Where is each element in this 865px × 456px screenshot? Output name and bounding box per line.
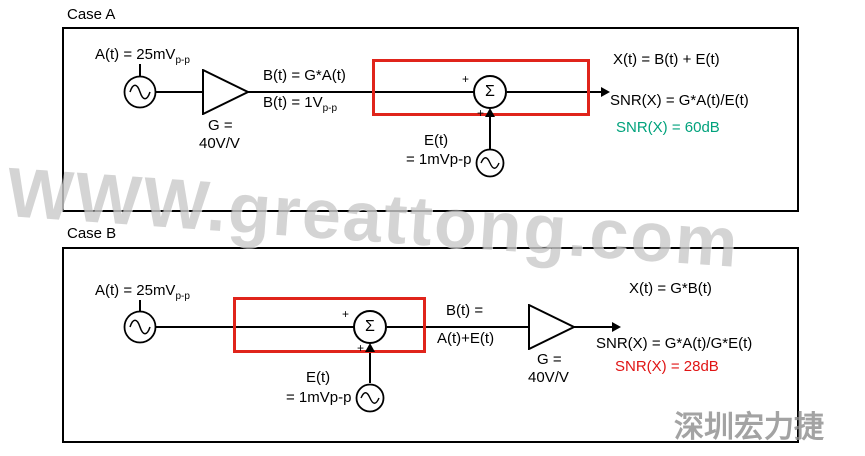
case-a-plus-sign-left: + (462, 72, 470, 86)
case-b-wire-amp-to-output (574, 326, 614, 328)
case-b-input-tick-line (139, 300, 141, 311)
case-a-noise-label-line2: = 1mVp-p (406, 151, 472, 168)
case-b-input-label: A(t) = 25mVp-p (95, 282, 190, 303)
case-b-highlight-box (233, 297, 426, 353)
case-b-gain-label-line2: 40V/V (528, 369, 569, 386)
case-b-output-label: X(t) = G*B(t) (629, 280, 712, 297)
case-a-sigma-symbol: Σ (485, 83, 495, 100)
case-b-gain-label-line1: G = (537, 351, 562, 368)
case-a-input-label-sub: p-p (175, 55, 190, 66)
case-a-snr-value: SNR(X) = 60dB (616, 119, 720, 136)
case-b-noise-source-icon (355, 383, 385, 413)
case-b-wire-sum-to-amp (387, 326, 528, 328)
case-a-output-arrowhead-icon (601, 87, 610, 97)
case-b-summing-junction-icon: Σ (353, 310, 387, 344)
case-b-box (62, 247, 799, 443)
case-a-b-label-line2-sub: p-p (322, 103, 338, 114)
case-a-b-label-line1: B(t) = G*A(t) (263, 67, 346, 84)
case-b-noise-label-line2: = 1mVp-p (286, 389, 352, 406)
case-a-amplifier-icon (202, 69, 250, 115)
case-a-b-label-line2-text: B(t) = 1V (263, 94, 323, 111)
case-b-plus-sign-bottom: + (357, 341, 365, 355)
case-a-gain-label-line2: 40V/V (199, 135, 240, 152)
case-a-wire-amp-to-sum (248, 91, 474, 93)
case-b-wire-source-to-sum (156, 326, 354, 328)
case-b-b-label-line2: A(t)+E(t) (437, 330, 495, 347)
case-a-title: Case A (67, 6, 116, 23)
case-a-snr-formula: SNR(X) = G*A(t)/E(t) (610, 92, 749, 109)
case-a-highlight-box (372, 59, 590, 116)
case-a-input-tick-line (139, 64, 141, 76)
case-a-wire-sum-to-output (507, 91, 603, 93)
case-a-input-label: A(t) = 25mVp-p (95, 46, 190, 67)
case-a-noise-label-line1: E(t) (424, 132, 449, 149)
case-b-snr-formula: SNR(X) = G*A(t)/G*E(t) (596, 335, 753, 352)
case-a-noise-source-icon (475, 148, 505, 178)
case-a-wire-noise-to-sum (489, 111, 491, 149)
case-a-b-label-line2: B(t) = 1Vp-p (263, 94, 337, 115)
case-b-input-label-sub: p-p (175, 291, 190, 302)
case-b-sigma-symbol: Σ (365, 318, 375, 335)
case-a-wire-source-to-amp (156, 91, 204, 93)
case-b-b-label-line1: B(t) = (446, 302, 484, 319)
case-b-amplifier-icon (528, 304, 576, 350)
case-b-noise-arrowhead-icon (365, 343, 375, 352)
case-a-gain-label-line1: G = (208, 117, 233, 134)
case-a-noise-arrowhead-icon (485, 108, 495, 117)
case-b-plus-sign-left: + (342, 307, 350, 321)
case-b-wire-noise-to-sum (369, 346, 371, 383)
case-a-box (62, 27, 799, 212)
case-b-output-arrowhead-icon (612, 322, 621, 332)
case-b-title: Case B (67, 225, 117, 242)
case-b-snr-value: SNR(X) = 28dB (615, 358, 719, 375)
case-b-noise-label-line1: E(t) (306, 369, 331, 386)
case-b-signal-source-icon (123, 310, 157, 344)
case-a-signal-source-icon (123, 75, 157, 109)
case-a-input-label-text: A(t) = 25mV (95, 46, 176, 63)
case-a-summing-junction-icon: Σ (473, 75, 507, 109)
case-b-input-label-text: A(t) = 25mV (95, 282, 176, 299)
case-a-output-label: X(t) = B(t) + E(t) (613, 51, 720, 68)
case-a-plus-sign-bottom: + (477, 106, 485, 120)
